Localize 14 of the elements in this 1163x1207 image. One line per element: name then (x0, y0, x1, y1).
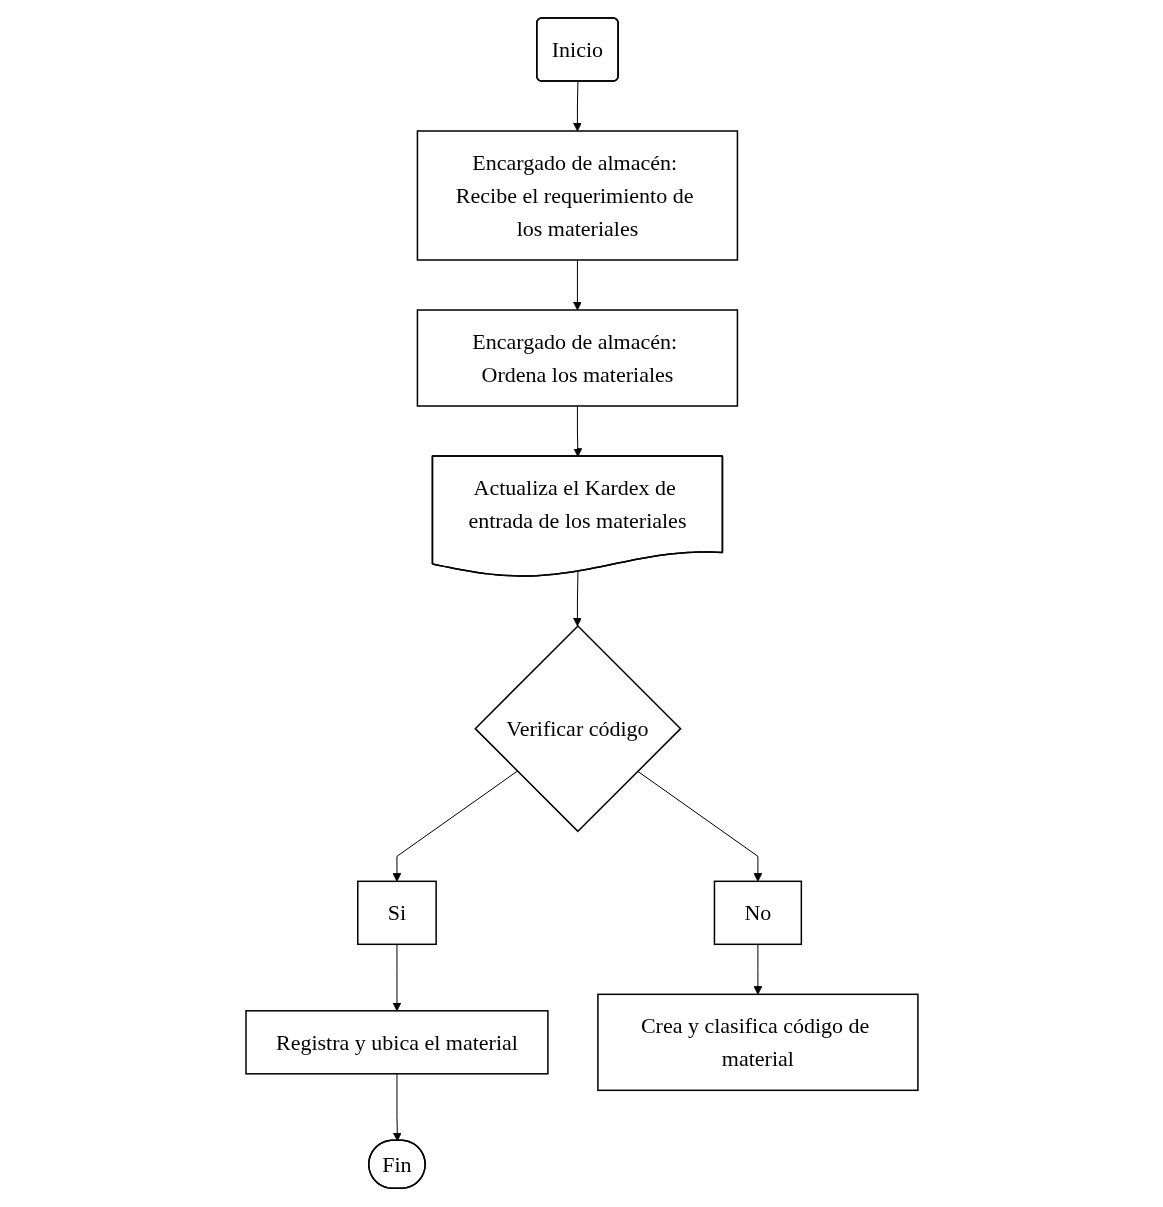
arrow (572, 571, 582, 627)
arrow (572, 259, 582, 311)
node-box: Crea y clasifica código de material (596, 993, 919, 1092)
node-box: No (713, 880, 802, 946)
arrow (392, 944, 401, 1012)
node-box: Si (356, 880, 437, 946)
node-box: Registra y ubica el material (244, 1010, 549, 1075)
arrow (636, 771, 762, 883)
node-box: Encargado de almacén: Ordena los materiales (416, 309, 738, 408)
node-box: Encargado de almacén: Recibe el requerimiento de los materiales (416, 130, 738, 262)
arrow (572, 81, 582, 132)
arrow (392, 1073, 402, 1142)
node-diamond: Verificar código (473, 625, 682, 833)
arrow (753, 944, 762, 996)
